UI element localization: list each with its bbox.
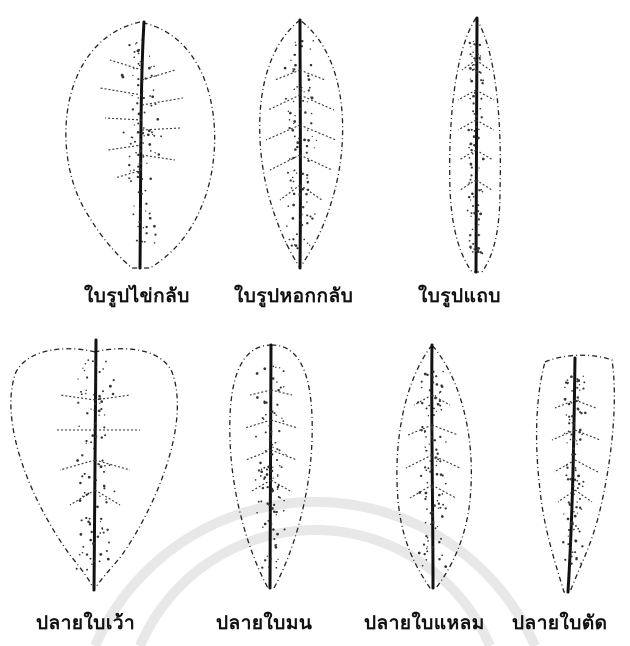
leaf-obtuse-tip: [230, 345, 312, 588]
label-obovate: ใบรูปไข่กลับ: [84, 281, 190, 311]
label-truncate-tip: ปลายใบตัด: [512, 608, 608, 638]
leaf-truncate-tip: [537, 355, 615, 592]
label-oblanceolate: ใบรูปหอกกลับ: [234, 281, 353, 311]
leaf-emarginate-tip: [11, 340, 178, 590]
label-obtuse-tip: ปลายใบมน: [216, 608, 312, 638]
label-linear: ใบรูปแถบ: [418, 281, 501, 311]
label-acute-tip: ปลายใบแหลม: [364, 608, 485, 638]
leaf-oblanceolate: [260, 20, 343, 268]
label-emarginate-tip: ปลายใบเว้า: [36, 608, 135, 638]
